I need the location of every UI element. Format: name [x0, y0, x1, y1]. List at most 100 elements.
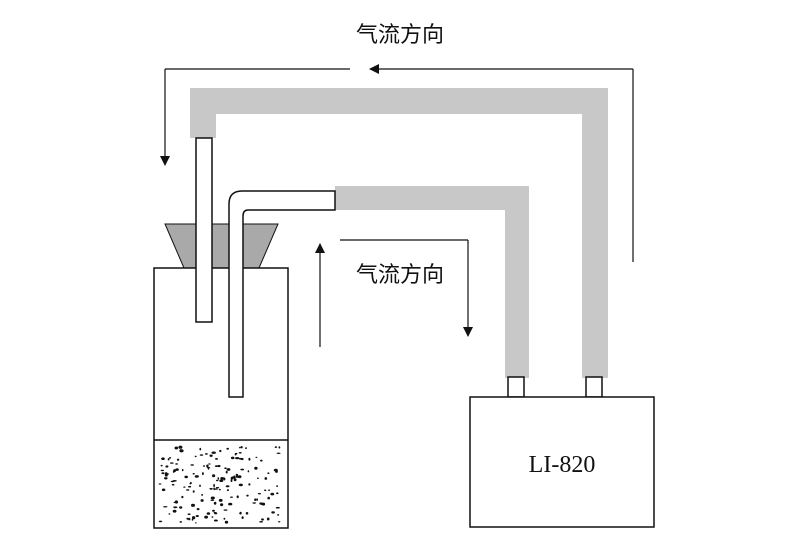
- soil-particle: [238, 457, 243, 460]
- soil-particle: [204, 453, 208, 455]
- soil-particle: [230, 496, 233, 498]
- soil-particle: [235, 476, 240, 478]
- soil-particle: [225, 485, 230, 488]
- soil-particle: [187, 513, 191, 515]
- soil-particle: [233, 475, 236, 477]
- soil-particle: [228, 502, 233, 506]
- soil-particle: [158, 483, 162, 485]
- soil-particle: [267, 496, 271, 500]
- li820-analyzer: [469, 396, 655, 528]
- soil-particle: [233, 478, 237, 482]
- analyzer-port-right: [585, 376, 603, 398]
- soil-particle: [217, 477, 220, 480]
- soil-particle: [264, 489, 267, 492]
- soil-particle: [219, 449, 222, 453]
- soil-particle: [169, 457, 171, 459]
- soil-particle: [278, 521, 281, 523]
- soil-particle: [225, 470, 228, 474]
- soil-particle: [245, 447, 247, 449]
- soil-particle: [220, 477, 225, 480]
- soil-particle: [206, 512, 211, 515]
- soil-particle: [245, 512, 249, 515]
- soil-particle: [189, 483, 192, 485]
- soil-particle: [191, 518, 194, 521]
- soil-particle: [235, 473, 239, 477]
- soil-particle: [226, 447, 229, 450]
- soil-particle: [201, 493, 204, 496]
- soil-particle: [268, 489, 270, 492]
- soil-particle: [277, 514, 280, 516]
- soil-particle: [276, 485, 278, 488]
- soil-particle: [254, 466, 258, 470]
- sample-container: [153, 267, 289, 529]
- soil-particle: [217, 464, 221, 468]
- soil-particle: [179, 521, 183, 523]
- soil-particle: [206, 464, 209, 468]
- soil-particle: [213, 519, 218, 522]
- soil-particle: [170, 480, 175, 483]
- soil-particle: [202, 472, 204, 476]
- soil-particle: [209, 487, 213, 490]
- soil-particle: [199, 484, 201, 487]
- soil-particle: [174, 500, 178, 504]
- soil-particle: [160, 464, 163, 467]
- soil-particle: [195, 522, 197, 524]
- soil-particle: [165, 465, 169, 468]
- soil-particle: [235, 457, 240, 460]
- soil-particle: [271, 511, 275, 514]
- soil-particle: [199, 454, 204, 456]
- soil-particle: [191, 516, 196, 520]
- soil-particle: [207, 467, 211, 469]
- soil-particle: [276, 492, 279, 495]
- soil-particle: [246, 494, 249, 497]
- soil-particle: [172, 509, 177, 513]
- soil-particle: [238, 452, 242, 454]
- soil-particle: [260, 459, 263, 462]
- soil-particle: [199, 447, 202, 451]
- soil-particle: [240, 468, 245, 471]
- soil-particle: [179, 506, 183, 509]
- soil-particle: [219, 479, 224, 483]
- bent-outlet-tube: [228, 190, 336, 398]
- soil-particle: [163, 506, 168, 508]
- soil-particle: [223, 517, 226, 520]
- soil-sample: [158, 445, 281, 524]
- flow-direction-label-middle: 气流方向: [356, 263, 444, 288]
- soil-particle: [195, 515, 199, 517]
- soil-particle: [192, 490, 195, 493]
- soil-particle: [215, 479, 219, 482]
- soil-particle: [190, 464, 194, 466]
- soil-particle: [220, 503, 224, 507]
- flow-arrow-middle: [315, 239, 473, 347]
- soil-particle: [274, 446, 278, 448]
- soil-particle: [181, 495, 184, 499]
- soil-particle: [161, 488, 166, 492]
- flow-direction-label-top: 气流方向: [356, 23, 444, 48]
- soil-particle: [257, 493, 261, 495]
- soil-particle: [257, 477, 259, 480]
- soil-particle: [212, 509, 215, 512]
- soil-particle: [186, 489, 190, 491]
- analyzer-label: LI-820: [529, 452, 596, 478]
- soil-particle: [175, 468, 179, 471]
- soil-particle: [248, 457, 251, 461]
- soil-particle: [270, 492, 275, 496]
- soil-particle: [209, 454, 213, 457]
- flow-arrow-top: [160, 64, 634, 262]
- soil-particle: [260, 502, 264, 505]
- soil-particle: [224, 520, 229, 524]
- soil-particle: [158, 520, 163, 523]
- soil-particle: [204, 515, 209, 519]
- soil-particle: [183, 486, 186, 488]
- soil-particle: [238, 483, 243, 487]
- soil-particle: [218, 498, 223, 502]
- soil-particle: [236, 495, 239, 499]
- soil-particle: [175, 463, 179, 465]
- soil-particle: [179, 449, 182, 451]
- soil-particle: [224, 467, 227, 470]
- soil-particle: [184, 475, 188, 479]
- soil-particle: [164, 477, 168, 480]
- soil-particle: [230, 456, 235, 460]
